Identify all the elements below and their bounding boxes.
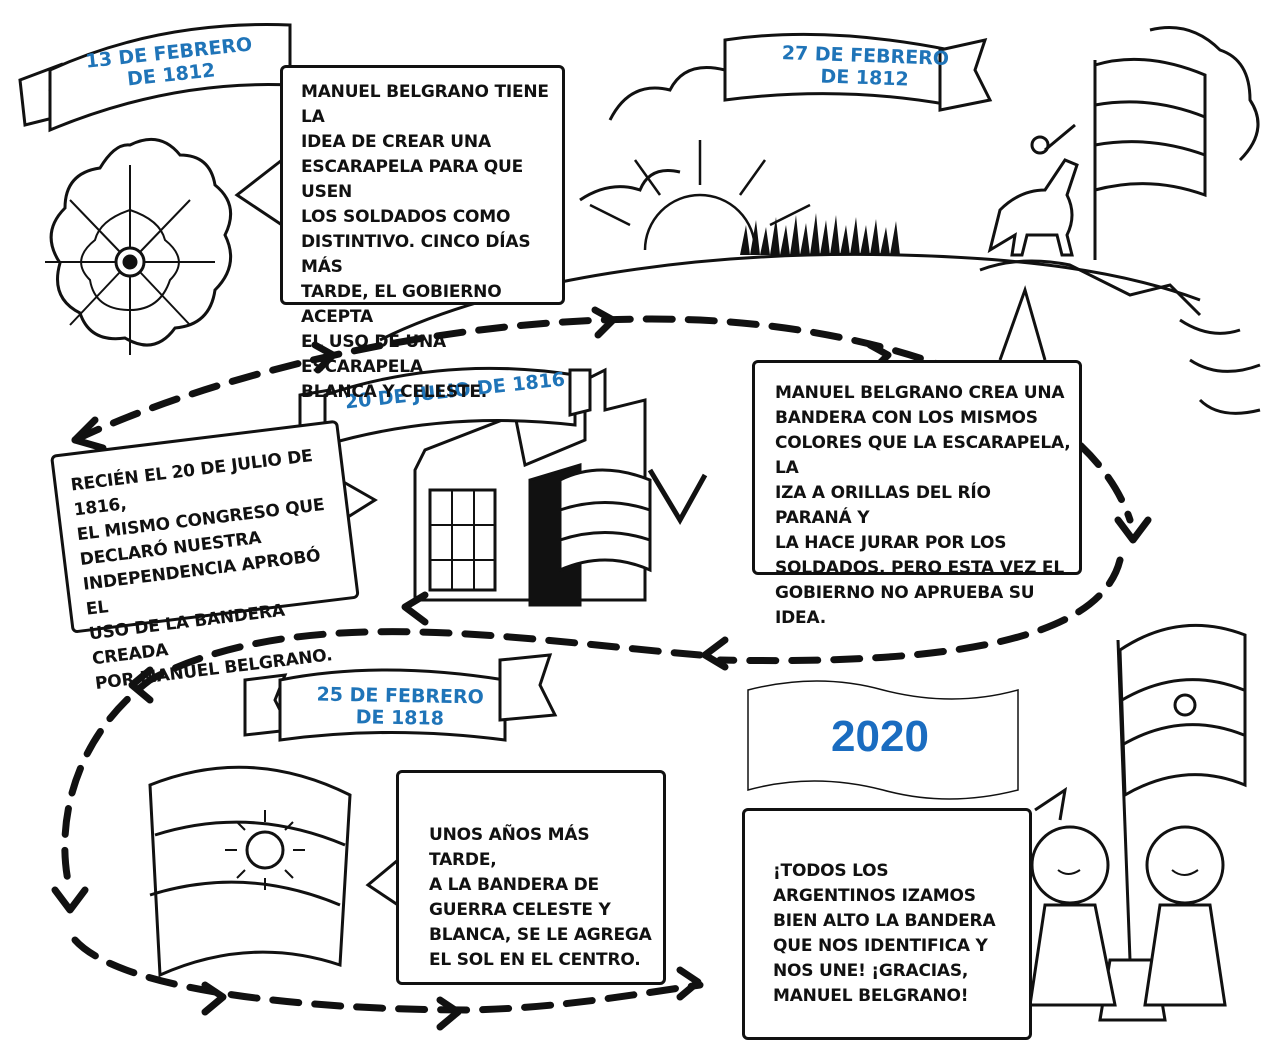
ribbon-2020: [747, 680, 1019, 800]
event-text-2020: ¡TODOS LOS ARGENTINOS IZAMOS BIEN ALTO L…: [773, 861, 996, 1006]
event-text-feb-25-1818: UNOS AÑOS MÁS TARDE, A LA BANDERA DE GUE…: [429, 825, 652, 970]
date-label-feb-27-1812: 27 DE FEBRERO DE 1812: [781, 42, 950, 91]
event-box-feb-13-1812: MANUEL BELGRANO TIENE LA IDEA DE CREAR U…: [280, 65, 565, 402]
casa-tucuman-icon: [413, 367, 708, 607]
ribbon-1812-feb-13: [18, 23, 292, 133]
ribbon-1812-feb-27: [723, 32, 993, 112]
event-box-feb-27-1812: MANUEL BELGRANO CREA UNA BANDERA CON LOS…: [752, 360, 1082, 628]
ribbon-1818-feb-25: [243, 653, 558, 742]
sun-rising-icon: [589, 140, 811, 251]
event-text-feb-13-1812: MANUEL BELGRANO TIENE LA IDEA DE CREAR U…: [301, 82, 549, 402]
bubble-pointers: [234, 158, 1068, 907]
event-text-feb-27-1812: MANUEL BELGRANO CREA UNA BANDERA CON LOS…: [775, 383, 1071, 628]
timeline-dashed-path: [61, 315, 1134, 1014]
flag-with-sun-icon: [148, 765, 352, 978]
kids-with-flag-icon: [1028, 623, 1247, 1022]
date-label-feb-25-1818: 25 DE FEBRERO DE 1818: [316, 683, 484, 730]
flag-pole-top-icon: [1093, 57, 1207, 260]
soldiers-icon: [740, 213, 900, 255]
event-box-feb-25-1818: UNOS AÑOS MÁS TARDE, A LA BANDERA DE GUE…: [396, 770, 666, 985]
event-text-jul-20-1816: RECIÉN EL 20 DE JULIO DE 1816, EL MISMO …: [69, 446, 334, 695]
escarapela-icon: [45, 137, 233, 355]
year-label-2020: 2020: [831, 712, 929, 761]
event-box-2020: ¡TODOS LOS ARGENTINOS IZAMOS BIEN ALTO L…: [742, 808, 1032, 1040]
belgrano-horse-icon: [987, 123, 1079, 257]
event-box-jul-20-1816: RECIÉN EL 20 DE JULIO DE 1816, EL MISMO …: [50, 419, 360, 694]
